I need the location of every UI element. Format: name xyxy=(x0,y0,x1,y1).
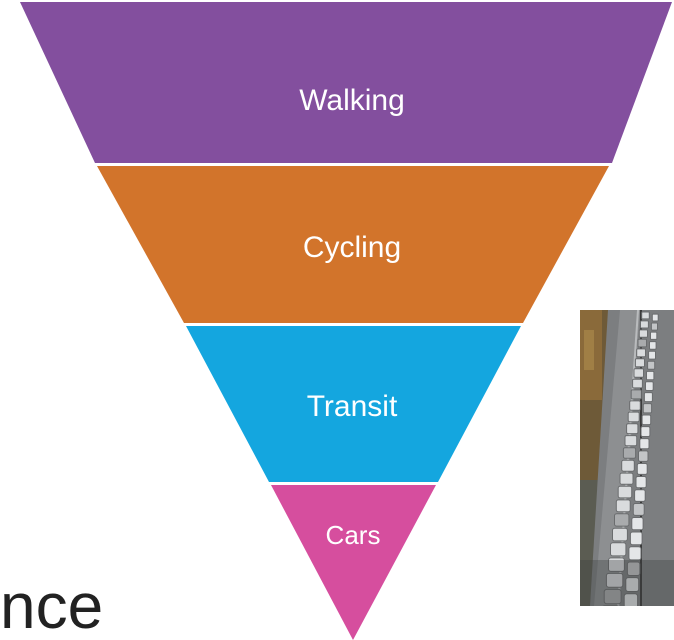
car-shape xyxy=(633,368,644,378)
car-shape xyxy=(623,593,639,606)
car-shape xyxy=(605,572,624,588)
car-shape xyxy=(634,489,646,502)
tier-cars-shape xyxy=(271,485,436,640)
car-shape xyxy=(619,472,634,485)
car-shape xyxy=(637,338,647,348)
car-shape xyxy=(639,438,650,450)
car-shape xyxy=(636,463,648,475)
car-shape xyxy=(638,329,648,338)
car-shape xyxy=(645,381,654,392)
car-shape xyxy=(628,546,642,561)
car-shape xyxy=(626,561,641,576)
car-shape xyxy=(615,499,631,513)
car-shape xyxy=(632,378,643,389)
car-shape xyxy=(635,476,647,489)
car-shape xyxy=(626,423,639,435)
car-shape xyxy=(627,411,640,423)
tier-cars-label: Cars xyxy=(326,520,381,550)
car-shape xyxy=(638,450,649,462)
car-shape xyxy=(624,435,638,447)
car-shape xyxy=(648,350,656,360)
car-shape xyxy=(642,403,653,414)
tier-transit-label: Transit xyxy=(307,390,398,423)
car-shape xyxy=(632,503,645,516)
car-shape xyxy=(612,527,628,542)
car-shape xyxy=(634,358,646,368)
car-shape xyxy=(640,426,651,437)
car-shape xyxy=(649,341,657,350)
tier-walking-shape xyxy=(20,2,672,163)
car-shape xyxy=(646,370,655,381)
car-shape xyxy=(650,331,658,340)
car-shape xyxy=(641,311,650,320)
tier-transit-shape xyxy=(186,326,521,482)
car-shape xyxy=(610,542,627,557)
car-shape xyxy=(631,517,644,531)
tier-cycling-shape xyxy=(97,166,609,323)
car-shape xyxy=(603,588,622,605)
cropped-slide-text: nce xyxy=(0,570,104,640)
car-shape xyxy=(647,360,656,370)
car-shape xyxy=(629,531,643,546)
car-shape xyxy=(608,557,625,572)
car-shape xyxy=(641,414,652,426)
car-shape xyxy=(629,400,641,411)
tier-cycling-label: Cycling xyxy=(303,231,401,264)
car-shape xyxy=(614,513,630,527)
tier-walking-label: Walking xyxy=(299,84,405,117)
car-shape xyxy=(636,348,647,358)
car-shape xyxy=(621,459,635,472)
car-shape xyxy=(643,392,653,403)
car-shape xyxy=(630,389,642,400)
car-shape xyxy=(650,322,659,331)
car-shape xyxy=(625,577,640,593)
car-shape xyxy=(651,313,659,322)
car-shape xyxy=(640,320,649,329)
car-shape xyxy=(617,485,633,499)
traffic-jam-photo xyxy=(580,310,674,606)
car-shape xyxy=(622,447,637,459)
